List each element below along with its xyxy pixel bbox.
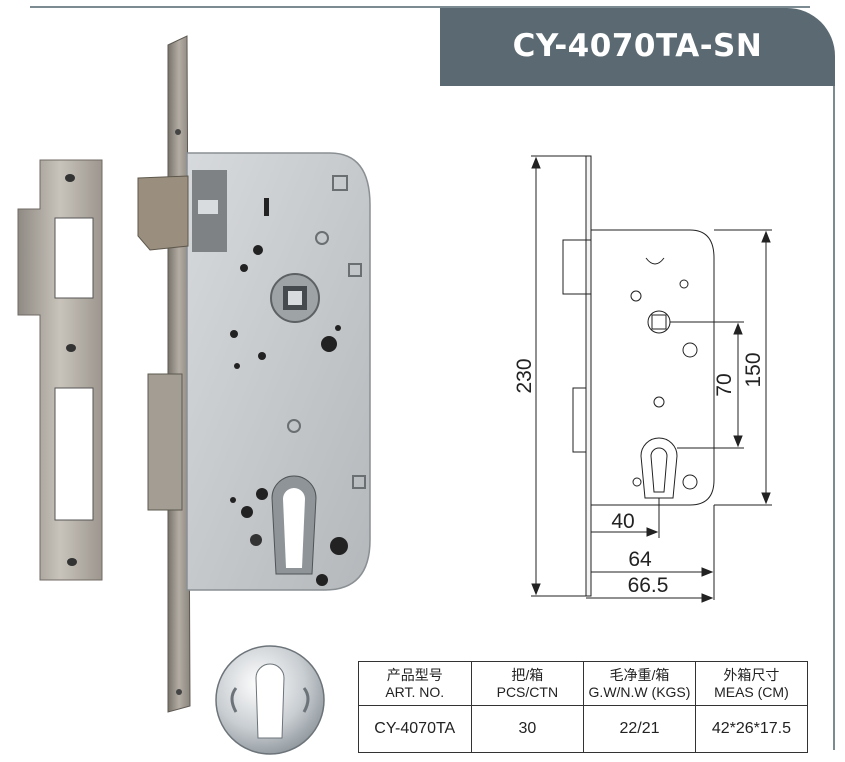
dim-150: 150 [742, 352, 765, 387]
dimension-labels: 230 70 150 40 64 66.5 [513, 352, 765, 597]
cell-art-no: CY-4070TA [358, 705, 472, 753]
cell-meas: 42*26*17.5 [694, 705, 809, 753]
cylinder-rose [215, 645, 325, 755]
cell-pcs-ctn: 30 [470, 705, 585, 753]
spec-data-row: CY-4070TA 30 22/21 42*26*17.5 [358, 705, 809, 753]
top-frame-line [30, 6, 810, 8]
dim-66-5: 66.5 [628, 574, 669, 597]
dim-40: 40 [611, 510, 634, 533]
dim-230: 230 [513, 358, 536, 393]
cell-weight: 22/21 [583, 705, 696, 753]
product-title: CY-4070TA-SN [512, 28, 763, 64]
strike-plate [17, 159, 103, 581]
mortise-lock-body [137, 152, 371, 591]
right-frame-line [833, 86, 835, 750]
title-banner: CY-4070TA-SN [440, 8, 835, 86]
dim-64: 64 [628, 548, 652, 571]
dim-70: 70 [713, 373, 736, 396]
technical-drawing [531, 155, 772, 603]
